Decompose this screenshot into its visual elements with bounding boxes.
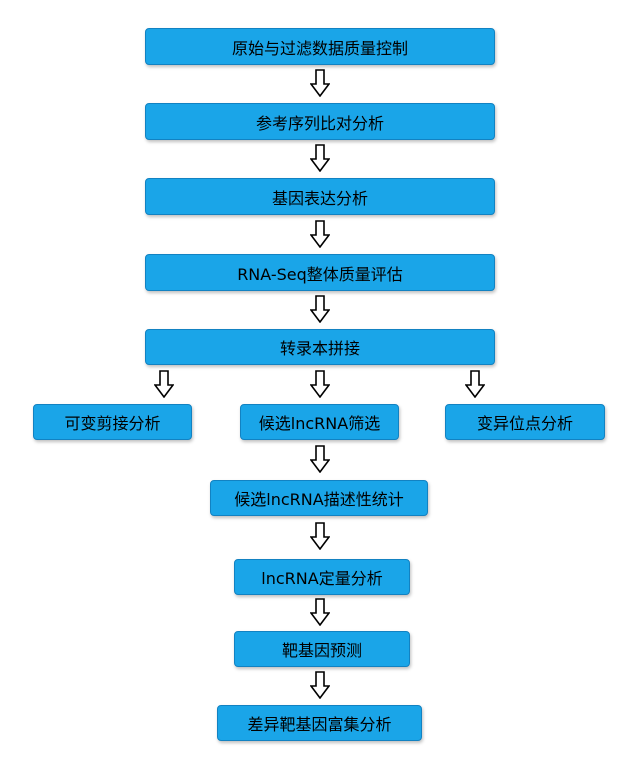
step-lncrna-screen: 候选lncRNA筛选 (240, 404, 399, 440)
step-assembly: 转录本拼接 (145, 329, 495, 365)
step-target: 靶基因预测 (234, 631, 410, 667)
step-lncrna-stats: 候选lncRNA描述性统计 (210, 480, 428, 516)
down-arrow-icon (310, 69, 330, 97)
down-arrow-icon (310, 598, 330, 626)
down-arrow-icon (310, 144, 330, 172)
down-arrow-icon (310, 370, 330, 398)
step-lncrna-quant: lncRNA定量分析 (234, 559, 410, 595)
step-variant: 变异位点分析 (445, 404, 605, 440)
step-qc: 原始与过滤数据质量控制 (145, 28, 495, 65)
step-expression: 基因表达分析 (145, 178, 495, 215)
step-rnaseq-eval: RNA-Seq整体质量评估 (145, 254, 495, 291)
down-arrow-icon (310, 220, 330, 248)
down-arrow-icon (154, 370, 174, 398)
down-arrow-icon (310, 445, 330, 473)
down-arrow-icon (465, 370, 485, 398)
step-align: 参考序列比对分析 (145, 103, 495, 140)
down-arrow-icon (310, 671, 330, 699)
step-splicing: 可变剪接分析 (33, 404, 192, 440)
down-arrow-icon (310, 522, 330, 550)
down-arrow-icon (310, 295, 330, 323)
step-enrichment: 差异靶基因富集分析 (217, 705, 422, 741)
